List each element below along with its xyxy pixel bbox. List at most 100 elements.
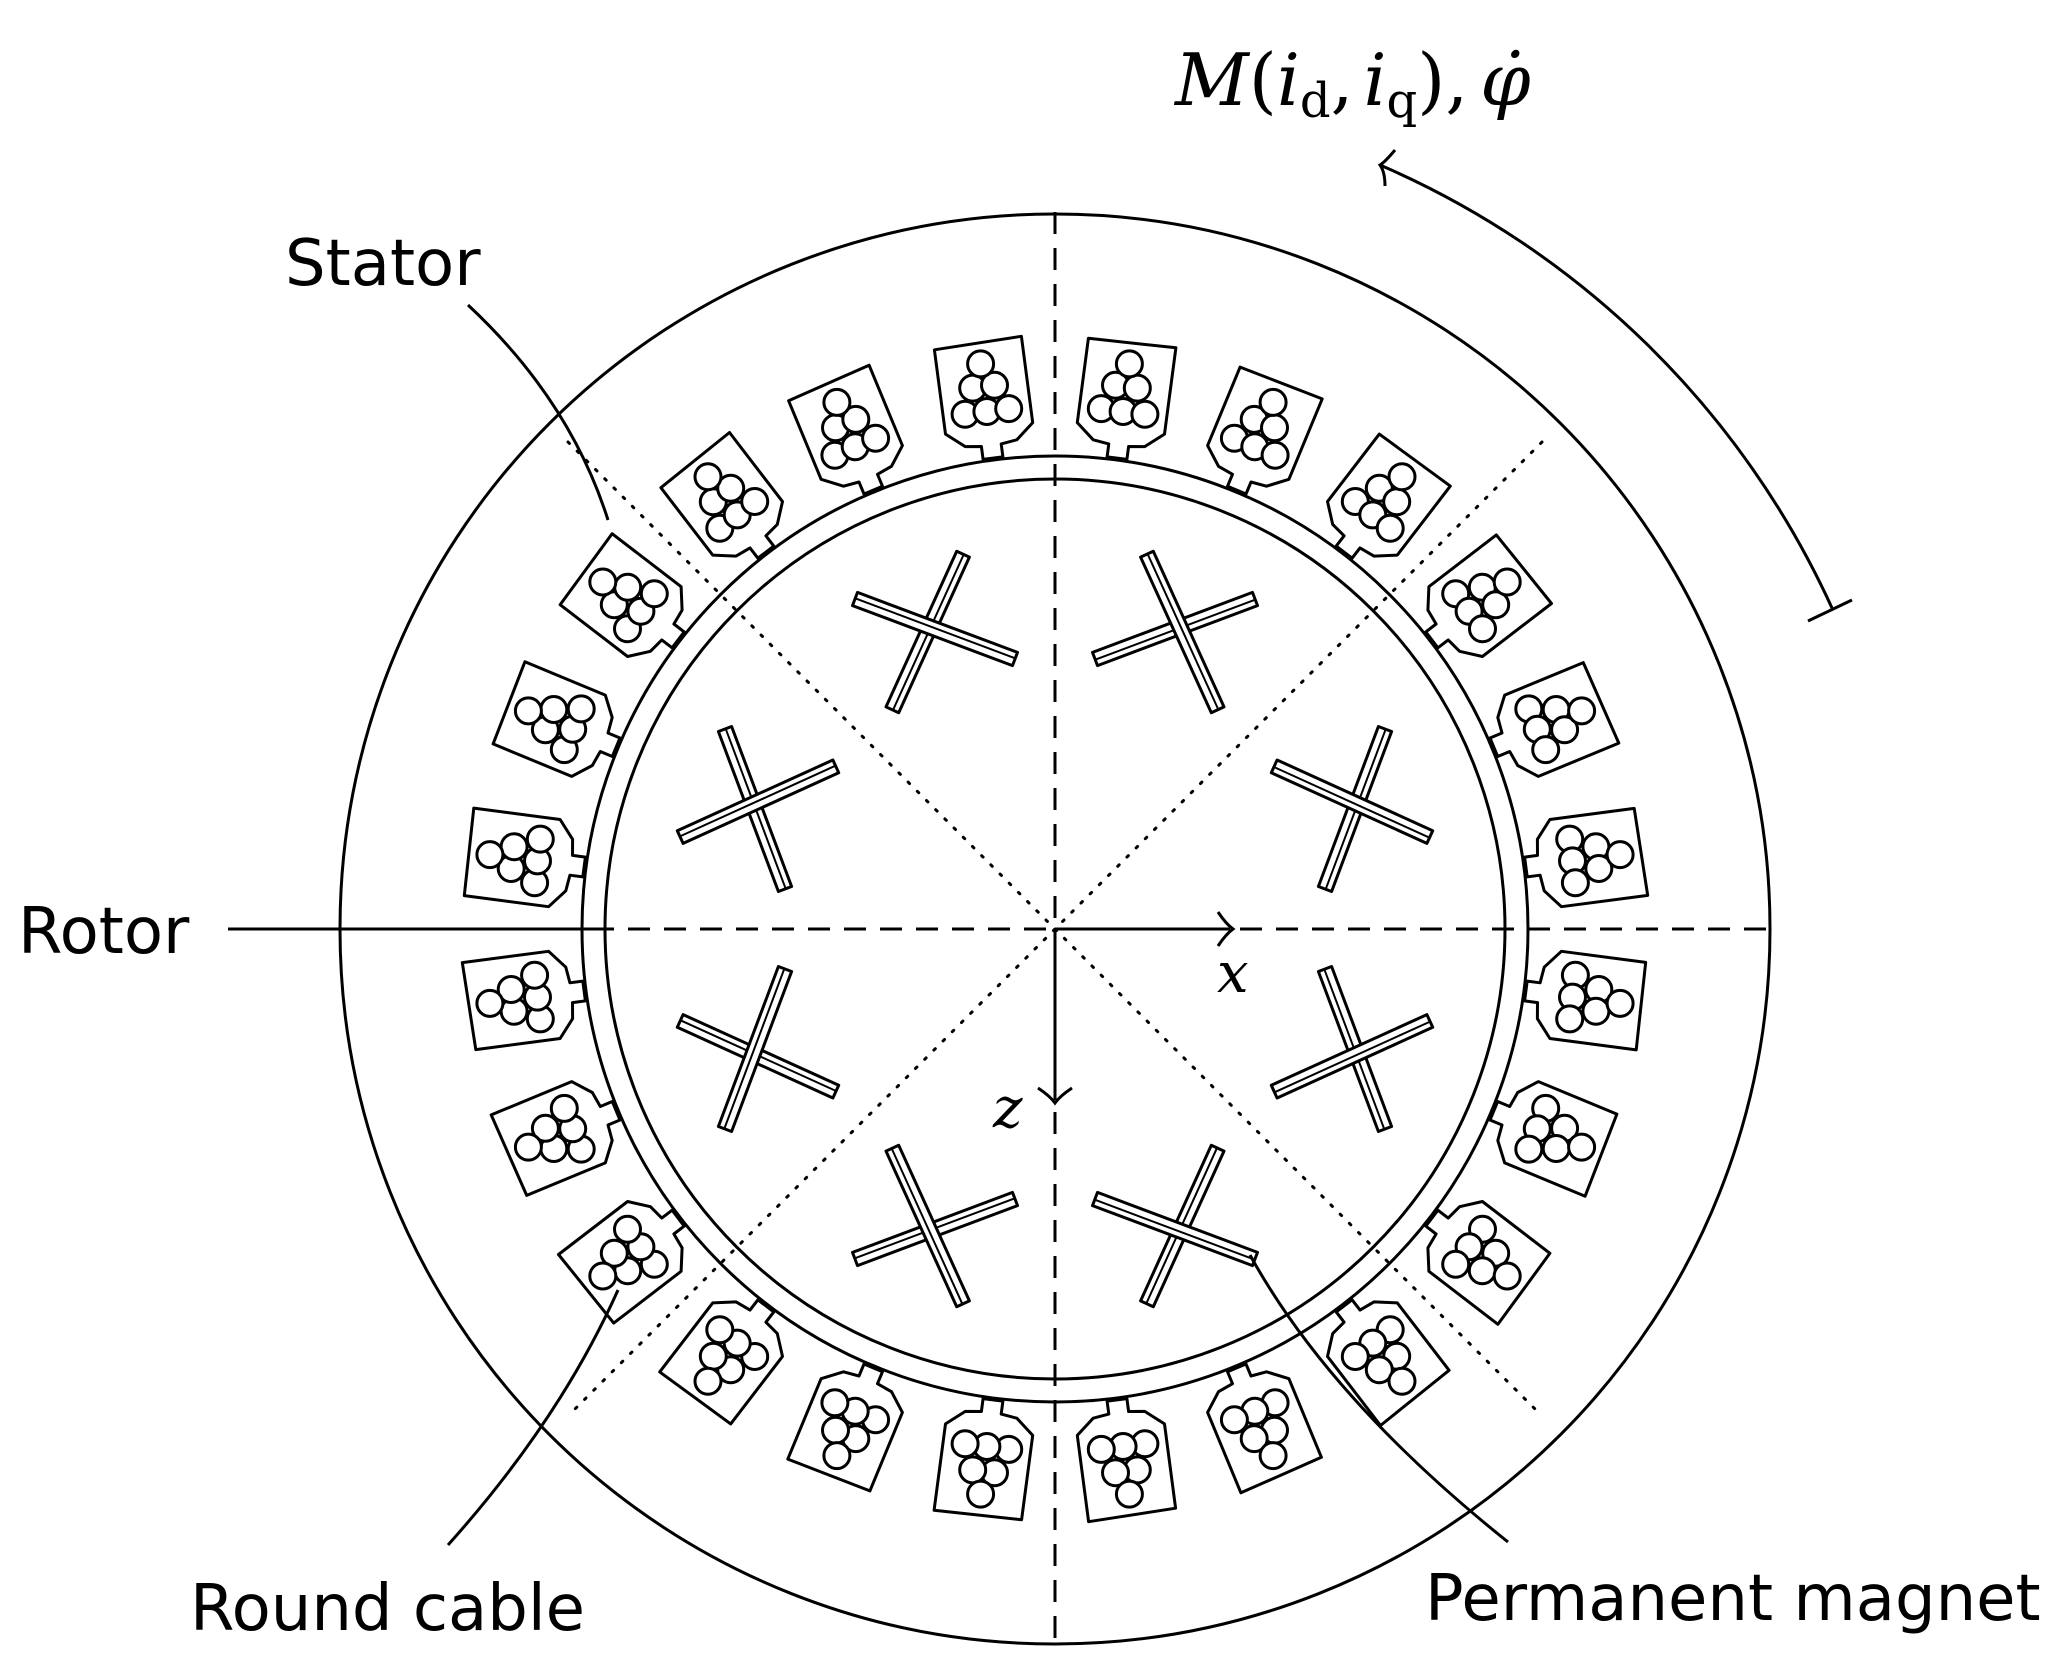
round-cable-conductor	[705, 1315, 735, 1345]
rotation-arc-arrowhead	[1377, 149, 1397, 187]
permanent-magnet-label: Permanent magnet	[1425, 1562, 2041, 1636]
round-cable-conductor	[520, 960, 550, 990]
permanent-magnet-edge	[1146, 553, 1220, 710]
round-cable-label: Round cable	[190, 1572, 585, 1646]
stator-slot	[462, 806, 587, 909]
round-cable-conductor	[1258, 387, 1288, 417]
round-cable-conductor	[1239, 1424, 1269, 1454]
round-cable-conductor	[950, 1429, 980, 1459]
permanent-magnet	[1091, 1190, 1259, 1268]
round-cable-conductor	[1387, 462, 1417, 492]
round-cable-conductor	[1340, 1342, 1370, 1371]
round-cable-conductor	[821, 1415, 850, 1445]
round-cable-conductor	[1258, 1441, 1288, 1471]
permanent-magnet-edge	[679, 764, 836, 838]
round-cable-conductor	[1605, 988, 1635, 1018]
round-cable-conductor	[1605, 840, 1635, 870]
round-cable-conductor	[1387, 1366, 1417, 1396]
round-cable-conductor	[588, 567, 618, 597]
stator-slot	[460, 949, 587, 1052]
stator-slot	[786, 1362, 904, 1493]
round-cable-conductor	[966, 1479, 996, 1509]
permanent-magnet	[884, 1143, 971, 1309]
permanent-magnet-edge	[854, 597, 1016, 660]
round-cable-conductor	[639, 579, 669, 609]
permanent-magnet-edge	[890, 1148, 964, 1305]
stator-slot	[659, 431, 784, 560]
round-cable-conductor	[1219, 1405, 1249, 1435]
round-cable-conductor	[698, 1341, 728, 1371]
round-cable-conductor	[1467, 1256, 1497, 1286]
round-cable-conductor	[496, 975, 526, 1004]
torque-label: M(id,iq),φ̇	[1173, 38, 1531, 129]
round-cable-conductor	[513, 1132, 543, 1162]
round-cable-conductor	[1555, 1004, 1585, 1034]
permanent-magnet-leader-line	[1248, 1254, 1509, 1544]
round-cable-conductor	[1541, 1134, 1571, 1163]
round-cable-conductor	[1130, 399, 1160, 429]
permanent-magnet	[716, 965, 794, 1133]
rotor-label: Rotor	[18, 895, 190, 969]
stator-slot	[557, 1200, 686, 1325]
stator-slot	[491, 660, 622, 778]
round-cable-conductor	[716, 473, 746, 503]
round-cable-conductor	[549, 1093, 579, 1123]
stator-slot	[932, 334, 1035, 461]
stator-slot	[1488, 1080, 1619, 1198]
permanent-magnet-edge	[723, 968, 786, 1130]
stator-slot	[1424, 533, 1553, 658]
stator-slot	[489, 1080, 622, 1197]
stator-slot	[1424, 1200, 1552, 1326]
round-cable-conductor	[475, 988, 505, 1018]
round-cable-conductor	[499, 832, 529, 862]
stator-slot	[1206, 1362, 1323, 1495]
round-cable-conductor	[566, 694, 596, 724]
round-cable-conductor	[1086, 1434, 1116, 1464]
round-cable-conductor	[693, 462, 723, 492]
z-axis-arrowhead	[1037, 1086, 1073, 1106]
round-cable-conductor	[539, 695, 569, 724]
stator-slot	[1523, 806, 1650, 909]
x-axis-label: x	[1217, 941, 1249, 1006]
round-cable-conductor	[822, 387, 852, 417]
stator-slot	[1206, 365, 1324, 496]
round-cable-conductor	[861, 423, 891, 453]
stator-slot	[558, 532, 686, 658]
round-cable-conductor	[1492, 1261, 1522, 1291]
permanent-magnet	[1139, 549, 1226, 715]
stator-slot	[658, 1298, 784, 1426]
round-cable-conductor	[1560, 868, 1590, 898]
round-cable-conductor	[1114, 1479, 1144, 1509]
round-cable-conductor	[1260, 440, 1290, 470]
round-cable-leader-line	[446, 1289, 620, 1547]
round-cable-conductor	[1122, 373, 1152, 403]
round-cable-conductor	[1514, 1134, 1544, 1164]
round-cable-conductor	[1468, 614, 1497, 644]
round-cable-conductor	[1481, 590, 1511, 620]
stator-slots-group	[460, 334, 1650, 1524]
permanent-magnet-edge	[1274, 1020, 1431, 1094]
stator-slot	[1523, 949, 1648, 1052]
round-cable-conductor	[822, 1441, 852, 1471]
round-cable-conductor	[820, 1388, 850, 1418]
rotation-arc	[1379, 163, 1834, 609]
round-cable-conductor	[1375, 513, 1405, 543]
permanent-magnet	[675, 758, 841, 845]
stator-leader-line	[466, 303, 610, 521]
round-cable-conductor	[1441, 1249, 1471, 1279]
permanent-magnet	[851, 590, 1019, 668]
stator-slot	[1326, 432, 1452, 560]
round-cable-conductor	[1567, 1132, 1597, 1162]
stator-slot	[1075, 1397, 1178, 1524]
round-cable-conductor	[613, 572, 643, 602]
round-cable-conductor	[994, 394, 1024, 424]
stator-label: Stator	[285, 227, 481, 301]
rotor-magnets-group	[675, 549, 1435, 1309]
round-cable-conductor	[525, 824, 555, 854]
round-cable-conductor	[740, 487, 770, 516]
round-cable-conductor	[513, 696, 543, 726]
round-cable-conductor	[1260, 413, 1289, 443]
round-cable-conductor	[475, 840, 505, 870]
round-cable-conductor	[958, 1455, 988, 1485]
permanent-magnet	[1269, 758, 1435, 845]
